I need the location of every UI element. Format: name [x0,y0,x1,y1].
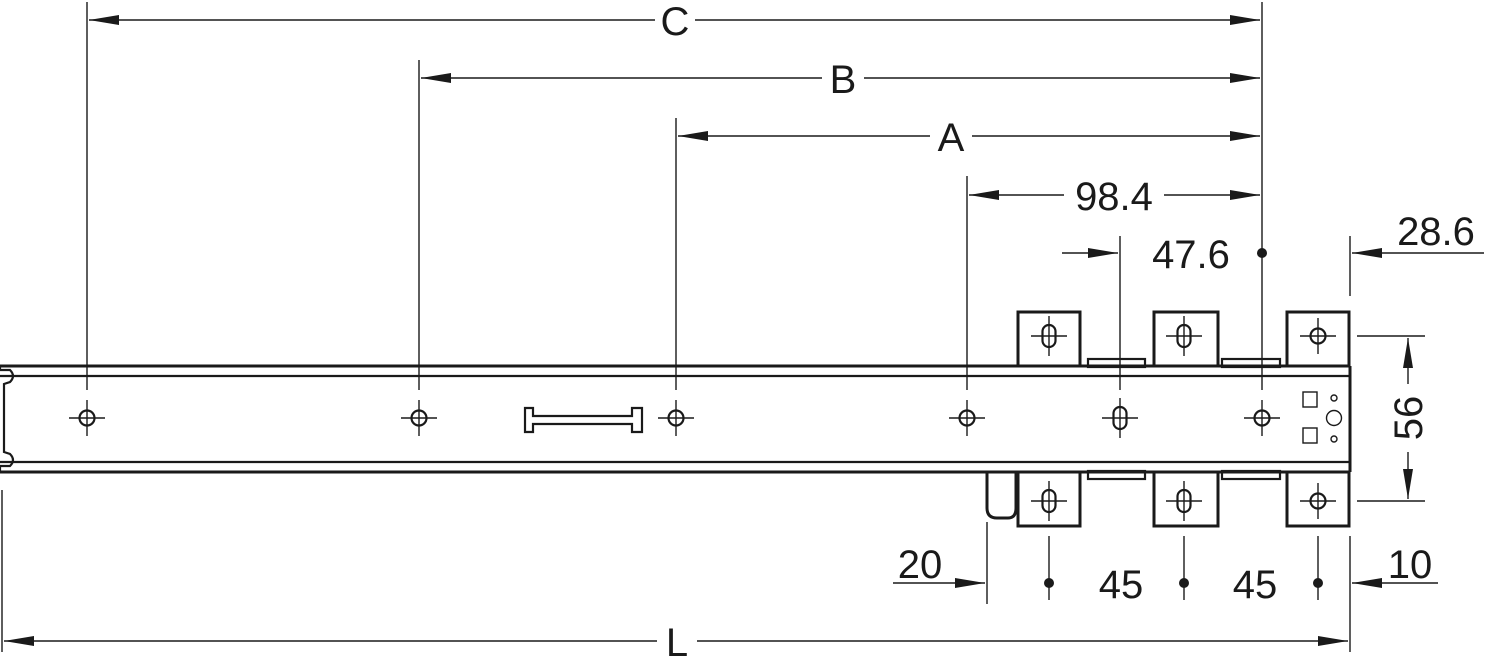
dimension-45-first-label: 45 [1099,563,1144,607]
dimension-l: L [4,621,1348,663]
dimension-56-label: 56 [1387,396,1431,441]
dimension-98-4-label: 98.4 [1075,175,1153,219]
rail-end-details [1302,391,1343,444]
dimension-c: C [89,0,1260,44]
mounting-holes [67,314,1338,523]
top-mounting-brackets [1016,310,1351,369]
dimension-c-label: C [661,0,690,44]
dimension-b-label: B [830,58,857,102]
dimension-28-6-label: 28.6 [1397,210,1475,254]
extension-lines [1,2,1425,652]
dimension-98-4: 98.4 [969,175,1260,219]
dimension-l-label: L [666,621,688,663]
dimension-a: A [678,116,1260,160]
dimension-47-6: 47.6 [1062,233,1267,277]
dimension-56: 56 [1387,338,1431,499]
slide-rail [0,364,1352,474]
dimension-20: 20 [893,543,985,588]
dimension-47-6-label: 47.6 [1152,233,1230,277]
dimension-b: B [421,58,1260,102]
bottom-mounting-brackets [985,469,1351,528]
dimension-28-6: 28.6 [1352,210,1484,258]
dimension-10-label: 10 [1388,543,1433,587]
dimension-a-label: A [938,116,965,160]
dimension-10: 10 [1352,543,1438,588]
dimension-45-second-label: 45 [1233,563,1278,607]
dimension-20-label: 20 [898,543,943,587]
dimension-45-pitch: 45 45 [1044,563,1323,607]
